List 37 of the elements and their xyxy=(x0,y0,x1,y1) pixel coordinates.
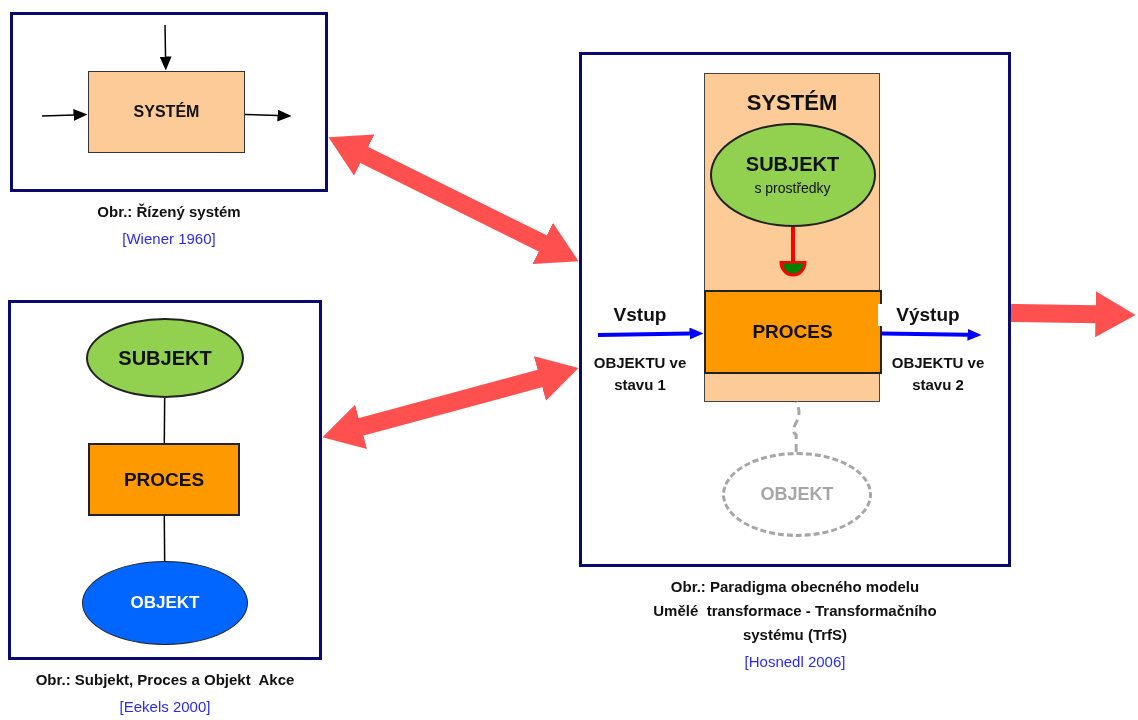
object-ellipse xyxy=(722,452,872,537)
node-title: PROCES xyxy=(123,468,205,491)
node-title: OBJEKT xyxy=(760,484,834,505)
arrow xyxy=(597,327,704,340)
node-subtitle: s prostředky xyxy=(754,180,831,196)
block-arrow xyxy=(322,356,579,450)
state-label: OBJEKTU ve stavu 2 xyxy=(890,353,986,395)
block-arrow xyxy=(328,134,579,264)
node-title: PROCES xyxy=(752,320,833,343)
figure-caption: Obr.: Paradigma obecného modelu Umělé transformace - Transformačního systému (TrfS) xyxy=(652,577,938,645)
state-label: OBJEKTU ve stavu 1 xyxy=(592,353,688,395)
figure-panel xyxy=(10,12,328,192)
node-title: SYSTÉM xyxy=(133,103,200,121)
process-box xyxy=(88,443,240,516)
connector-line xyxy=(163,515,166,562)
block-arrow xyxy=(1010,291,1136,338)
node-title: SYSTÉM xyxy=(746,90,838,116)
system-box xyxy=(704,73,880,402)
figure-caption: Obr.: Řízený systém xyxy=(96,202,242,222)
process-box xyxy=(703,289,882,374)
arrow xyxy=(244,109,292,122)
node-title: OBJEKT xyxy=(130,593,200,613)
citation: [Eekels 2000] xyxy=(119,698,211,715)
connector-line xyxy=(791,401,801,452)
citation: [Hosnedl 2006] xyxy=(744,653,846,670)
node-title: SUBJEKT xyxy=(118,346,212,370)
figure-panel xyxy=(8,300,322,660)
node-title: SUBJEKT xyxy=(745,153,840,176)
connector-line xyxy=(163,397,166,444)
arrow xyxy=(881,328,982,341)
arrow xyxy=(41,109,88,121)
arrow xyxy=(159,24,172,71)
figure-caption: Obr.: Subjekt, Proces a Objekt Akce xyxy=(34,670,296,690)
connector-line xyxy=(779,227,807,277)
system-box xyxy=(88,71,245,153)
citation: [Wiener 1960] xyxy=(122,230,216,247)
figure-panel xyxy=(579,52,1011,567)
